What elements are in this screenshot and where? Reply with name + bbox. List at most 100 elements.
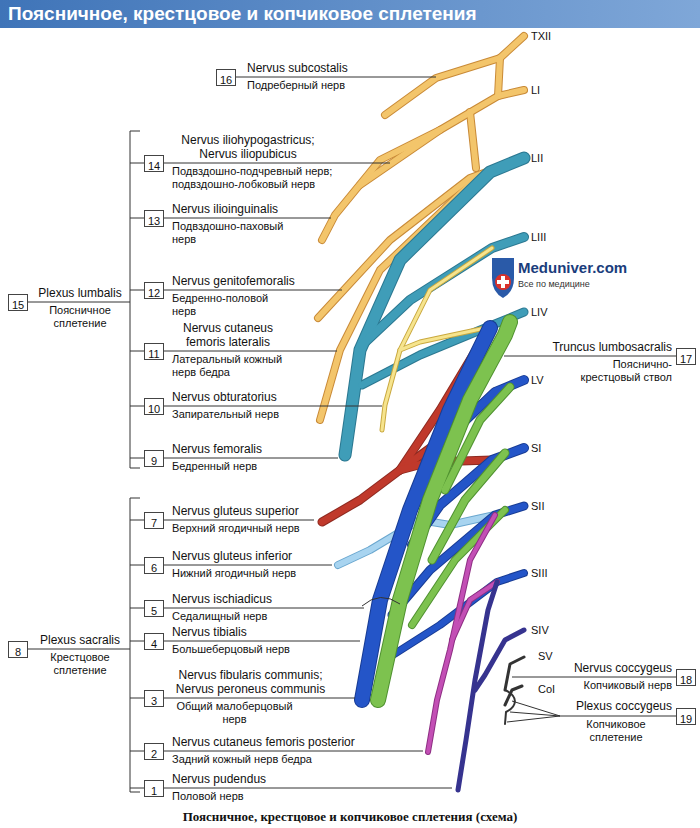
fibular-nerve [378, 322, 510, 700]
callout-number: 17 [680, 352, 692, 367]
nerve-name-russian: Поясничное сплетение [32, 304, 128, 330]
vertebra-level: SIV [531, 624, 571, 637]
fibular-nerve [378, 322, 510, 700]
callout-number-box: 1 [144, 780, 164, 797]
callout-number: 13 [148, 214, 160, 229]
nerve-name-latin: Plexus lumbalis [32, 286, 128, 300]
vertebra-level: CoI [538, 683, 578, 696]
callout-number: 4 [151, 637, 157, 652]
leader-lines [28, 77, 676, 792]
nerve-name-latin: Plexus coccygeus [530, 699, 672, 713]
leader-lines [163, 520, 314, 521]
callout-number: 10 [148, 402, 160, 417]
watermark-shield [495, 274, 511, 290]
callout-number-box: 13 [144, 210, 164, 227]
nerve-name-russian: Нижний ягодичный нерв [172, 567, 322, 580]
watermark-shield [492, 258, 514, 298]
leader-lines [163, 163, 390, 164]
vertebra-level: LIV [531, 306, 571, 319]
callout-number: 3 [151, 694, 157, 709]
callout-number-box: 10 [144, 398, 164, 415]
callout-number-box: 11 [144, 343, 164, 360]
nerve-name-latin: Nervus fibularis communis; Nervus perone… [168, 668, 333, 696]
leader-lines [163, 698, 355, 699]
lumbar-nerve [498, 58, 500, 96]
nerve-name-latin: Nervus iliohypogastricus; Nervus iliopub… [168, 133, 328, 161]
vertebra-level: SII [531, 500, 571, 513]
lumbar-nerve [385, 36, 524, 115]
nerve-name-latin: Nervus cutaneus femoris lateralis [168, 321, 288, 349]
vertebra-level: LI [531, 84, 571, 97]
nerve-name-latin: Nervus cutaneus femoris posterior [172, 735, 372, 749]
lumbar-nerve [360, 130, 440, 185]
leader-lines [163, 218, 331, 219]
leader-lines [163, 351, 337, 352]
callout-number-box: 15 [8, 294, 28, 311]
nerve-name-russian: Половой нерв [172, 790, 322, 803]
nerve-name-russian: Бедренно-половой нерв [172, 292, 287, 318]
nerve-outline [378, 322, 510, 700]
leader-lines [163, 608, 364, 609]
nerve-name-russian: Подреберный нерв [247, 79, 387, 92]
pudendal-nerve [475, 630, 524, 690]
callout-number: 6 [151, 561, 157, 576]
leader-lines [163, 290, 342, 291]
nerve-name-russian: Латеральный кожный нерв бедра [172, 353, 290, 379]
leader-lines [504, 356, 676, 357]
callout-number: 14 [148, 159, 160, 174]
nerve-name-latin: Plexus sacralis [32, 633, 128, 647]
callout-number-box: 2 [144, 743, 164, 760]
nerve-name-latin: Nervus coccygeus [530, 661, 672, 675]
title-band [0, 0, 700, 28]
callout-number: 18 [680, 673, 692, 688]
leader-lines [512, 677, 676, 678]
leader-lines [28, 649, 130, 650]
callout-number: 15 [12, 298, 24, 313]
nerve-outline [498, 58, 500, 96]
nerve-name-latin: Nervus femoralis [172, 442, 322, 456]
fibular-nerve [445, 387, 510, 490]
watermark-shield [497, 280, 509, 284]
leader-lines [163, 788, 452, 789]
callout-number: 9 [151, 454, 157, 469]
watermark: Meduniver.com [518, 259, 627, 277]
nerve-name-russian: Копчиковое сплетение [560, 718, 672, 744]
callout-number-box: 9 [144, 450, 164, 467]
callout-number: 7 [151, 516, 157, 531]
callout-number-box: 8 [8, 641, 28, 658]
leader-lines [163, 565, 332, 566]
callout-number: 12 [148, 286, 160, 301]
nerve-name-russian: Подвздошно-паховый нерв [172, 220, 297, 246]
nerve-outline [378, 322, 510, 700]
callout-number-box: 5 [144, 600, 164, 617]
nerve-name-russian: Копчиковый нерв [560, 679, 672, 692]
nerve-name-russian: Задний кожный нерв бедра [172, 753, 352, 766]
leader-lines [236, 77, 436, 78]
nerve-name-latin: Nervus genitofemoralis [172, 274, 322, 288]
leader-lines [163, 406, 382, 407]
nerve-name-latin: Truncus lumbosacralis [530, 340, 672, 354]
nerve-outline [470, 112, 476, 168]
leader-lines [28, 302, 130, 303]
callout-number-box: 19 [676, 708, 696, 725]
posterior-cutaneous-nerve [428, 515, 497, 752]
nerve-name-russian: Запирательный нерв [172, 408, 322, 421]
vertebra-level: SIII [531, 567, 571, 580]
callout-number: 16 [220, 73, 232, 88]
callout-number-box: 4 [144, 633, 164, 650]
callout-number-box: 7 [144, 512, 164, 529]
callout-number: 11 [148, 347, 159, 362]
nerve-name-russian: Седалищный нерв [172, 610, 322, 623]
leader-lines [130, 131, 140, 468]
nerve-name-latin: Nervus gluteus inferior [172, 549, 322, 563]
callout-number: 5 [151, 604, 157, 619]
caption-text: Поясничное, крестцовое и копчиковое спле… [0, 809, 700, 825]
nerve-outline [360, 130, 440, 185]
vertebra-level: LIII [531, 231, 571, 244]
callout-number-box: 3 [144, 690, 164, 707]
leader-lines [130, 163, 144, 458]
nerve-name-russian: Верхний ягодичный нерв [172, 522, 322, 535]
nerve-name-latin: Nervus subcostalis [247, 61, 387, 75]
callout-number-box: 12 [144, 282, 164, 299]
